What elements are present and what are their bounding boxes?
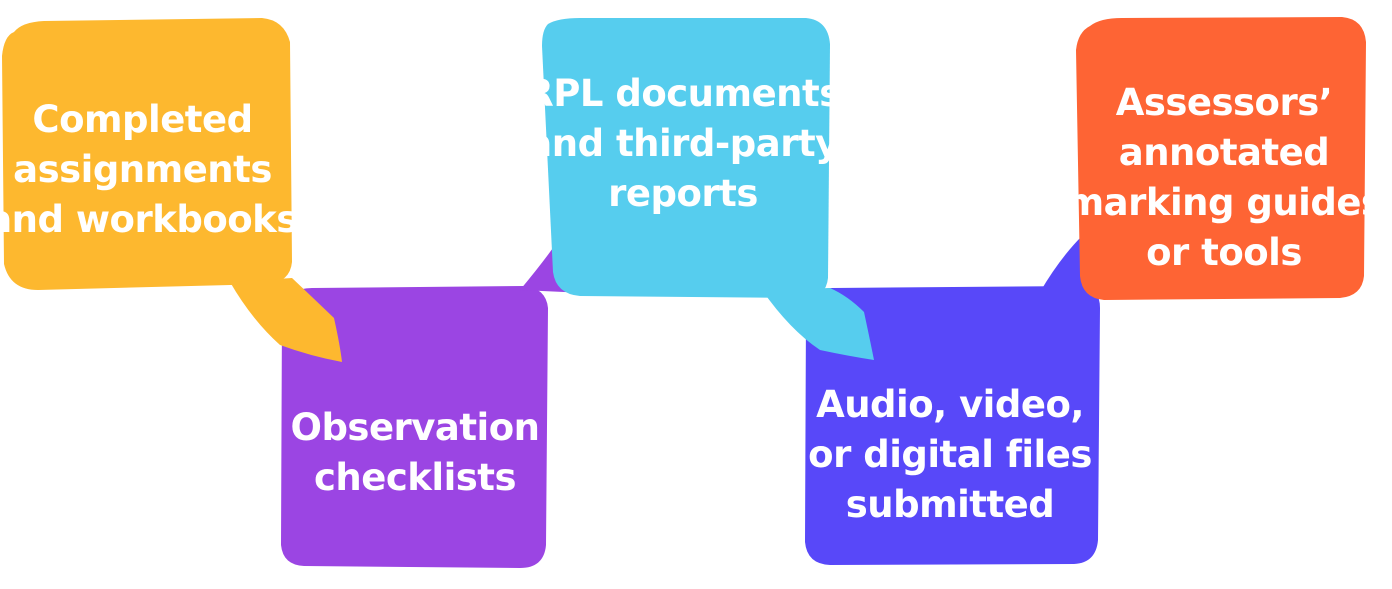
bubble-observation-shape (281, 286, 548, 568)
bubble-observation-line: Observation (290, 406, 540, 449)
bubble-audio-line: Audio, video, (816, 383, 1084, 426)
bubble-completed-tail (230, 278, 342, 362)
bubble-completed-line: Completed (32, 98, 253, 141)
bubble-audio-line: or digital files (808, 433, 1092, 476)
bubble-completed-label: Completed assignments and workbooks (0, 90, 298, 250)
bubble-completed-line: and workbooks (0, 198, 298, 241)
bubble-assessors-line: marking guides (1065, 181, 1383, 224)
bubble-audio-label: Audio, video, or digital files submitted (808, 375, 1092, 535)
bubble-assessors-shape (1076, 17, 1366, 300)
bubble-rpl-line: reports (608, 172, 758, 215)
bubble-rpl-shape (542, 18, 830, 298)
bubble-assessors-line: or tools (1146, 231, 1302, 274)
bubble-assessors-label: Assessors’ annotated marking guides or t… (1066, 73, 1383, 283)
bubble-completed-shape (2, 18, 292, 290)
bubble-rpl-line: RPL documents (525, 72, 841, 115)
bubble-assessors-line: annotated (1118, 131, 1330, 174)
bubble-assessors-line: Assessors’ (1115, 81, 1333, 124)
bubble-completed-line: assignments (13, 148, 272, 191)
bubble-rpl-line: and third-party (527, 122, 839, 165)
bubble-rpl-tail (762, 288, 874, 360)
bubble-observation-line: checklists (313, 456, 517, 499)
bubble-rpl-label: RPL documents and third-party reports (525, 64, 841, 224)
bubble-observation-label: Observation checklists (284, 398, 546, 508)
bubble-audio-line: submitted (845, 483, 1055, 526)
bubble-audio-shape (805, 286, 1100, 565)
